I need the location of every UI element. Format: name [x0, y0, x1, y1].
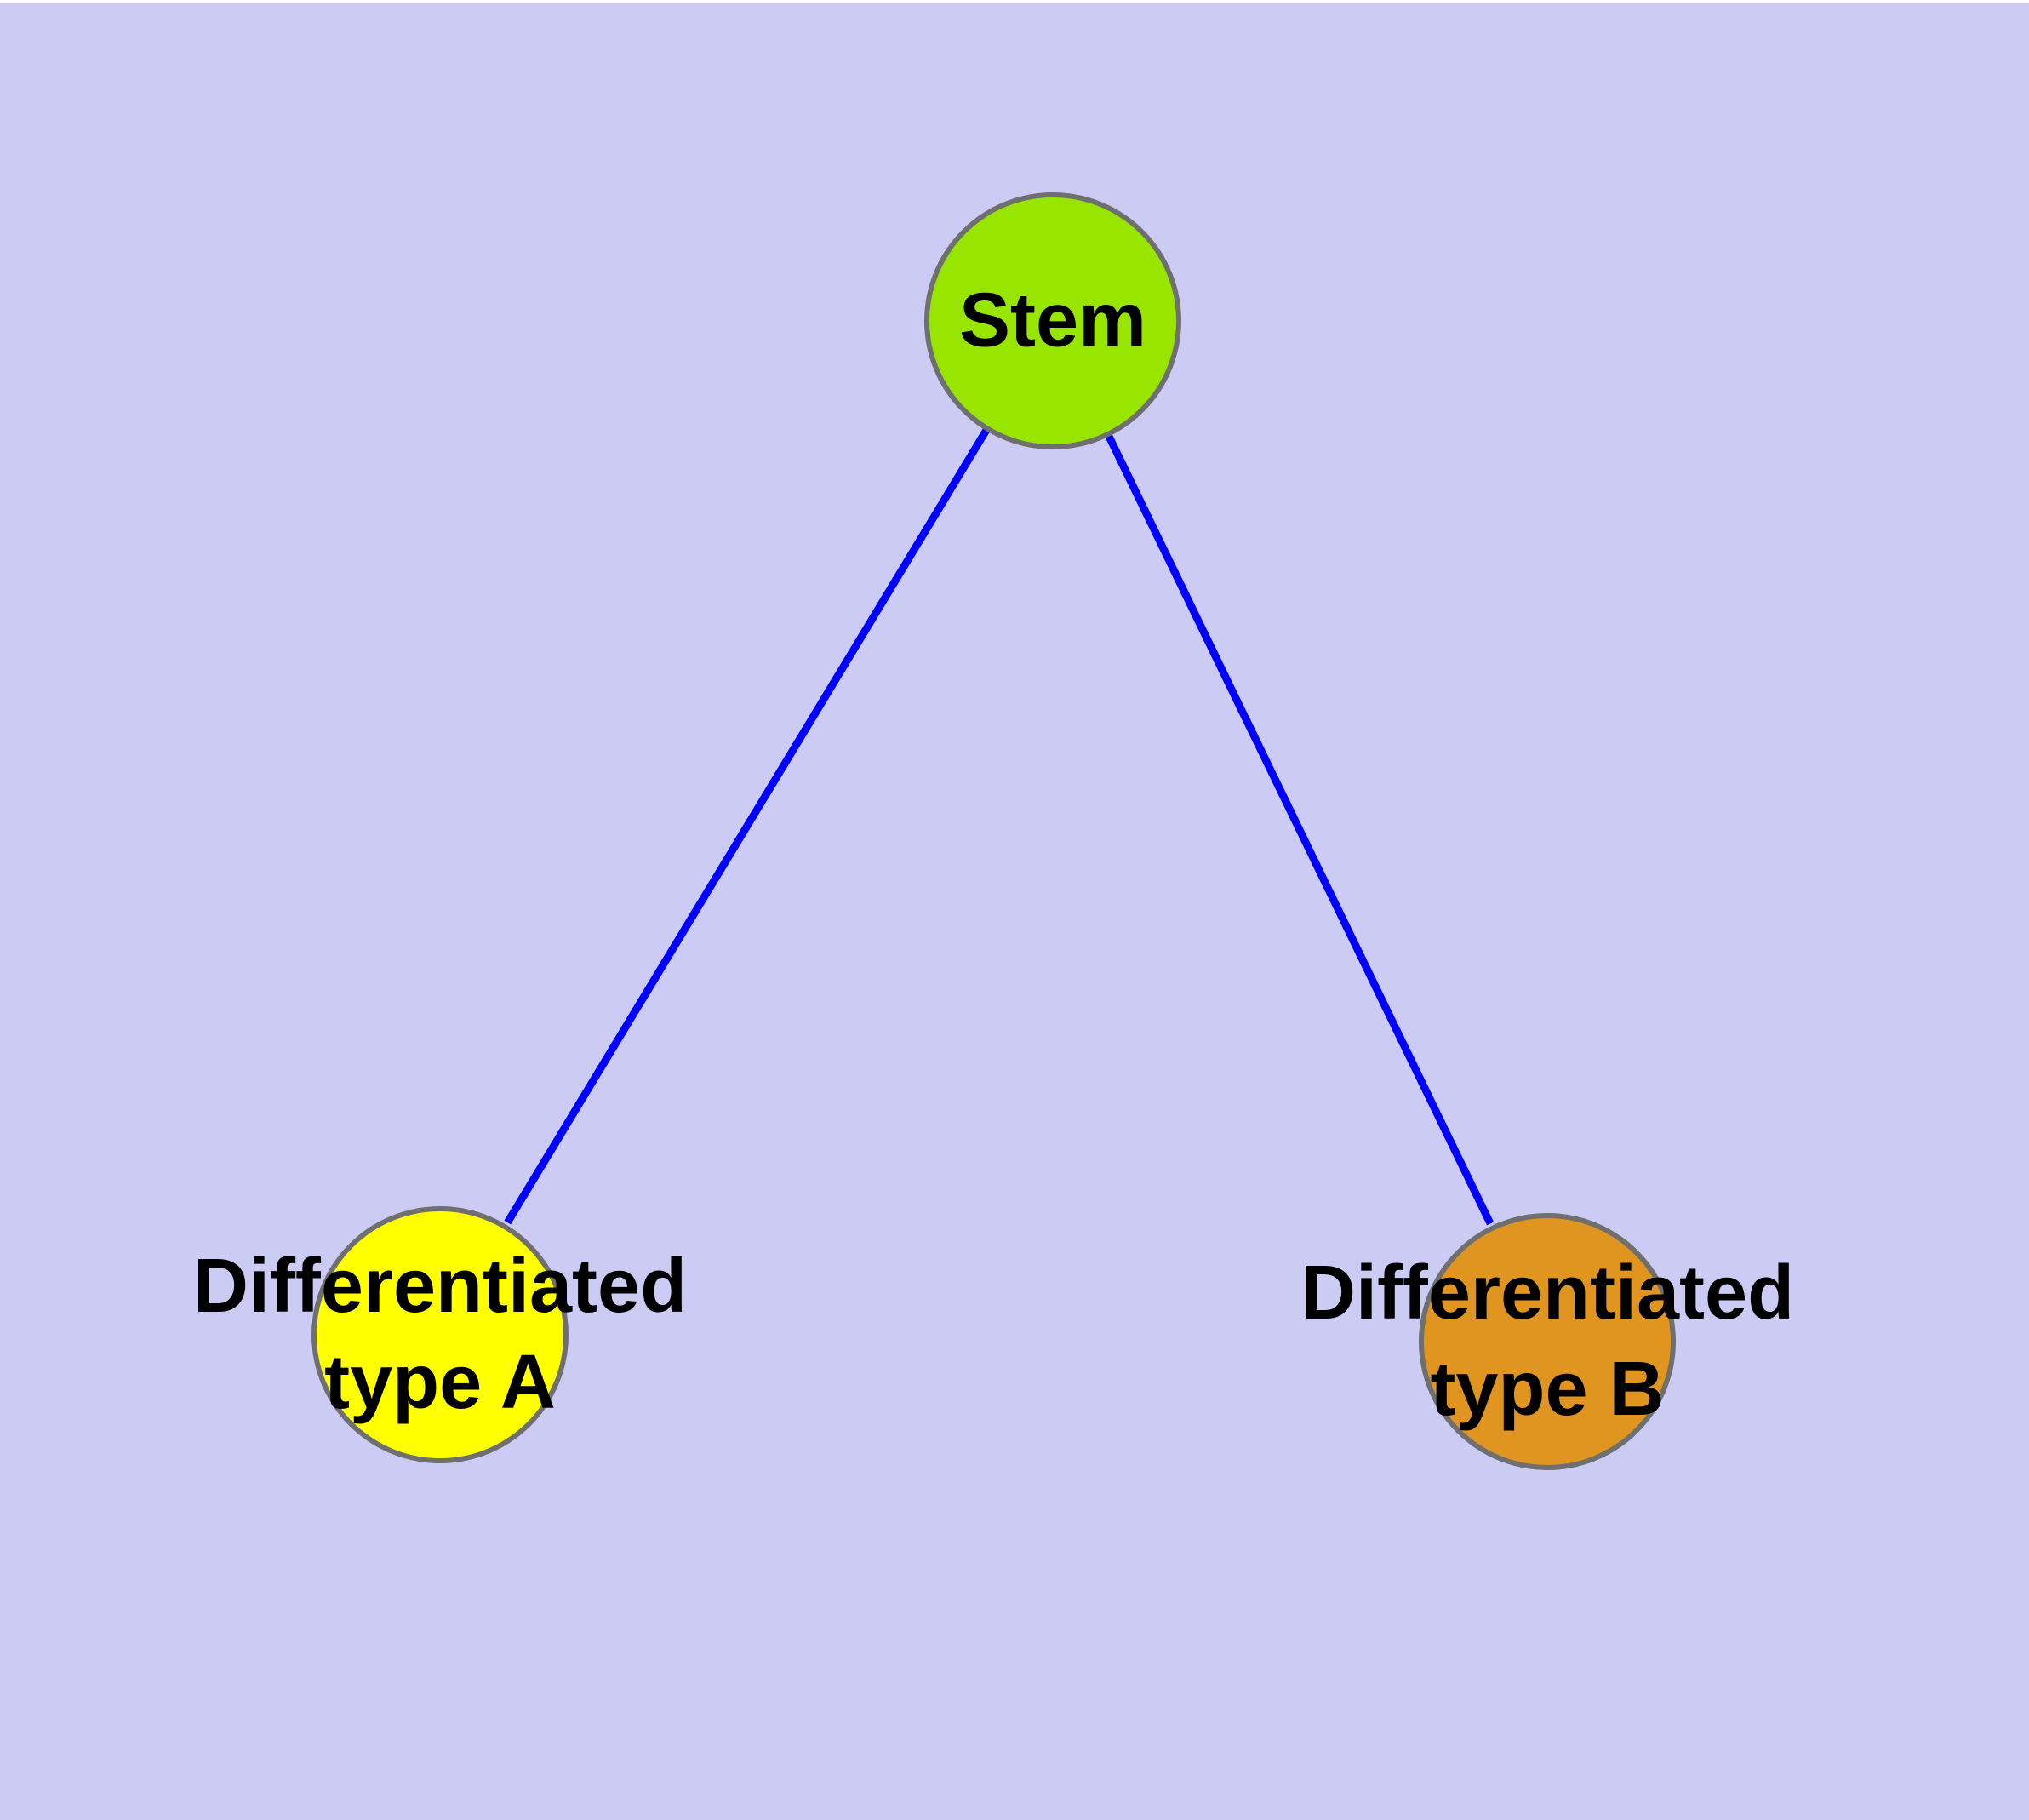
edge-stem-to-differentiated-type-b	[1105, 433, 1495, 1226]
node-stem	[924, 192, 1181, 449]
node-differentiated-type-b	[1419, 1213, 1676, 1470]
node-differentiated-type-a	[311, 1206, 569, 1463]
edge-stem-to-differentiated-type-a	[504, 427, 990, 1225]
edges-layer	[504, 427, 1495, 1226]
